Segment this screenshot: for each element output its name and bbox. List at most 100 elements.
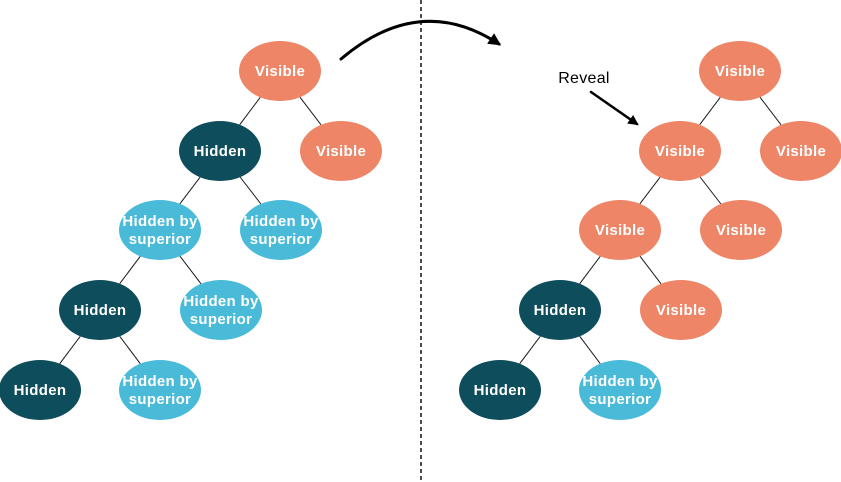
tree-edge xyxy=(579,336,601,364)
tree-node-hidden: Hidden xyxy=(459,360,541,420)
tree-edge xyxy=(119,256,141,284)
node-label-line: superior xyxy=(190,311,252,328)
node-label: Visible xyxy=(776,143,826,160)
tree-node-hidden: Hidden xyxy=(179,121,261,181)
tree-node-hidden: Hidden xyxy=(519,280,601,340)
transform-arrow xyxy=(339,19,502,61)
tree-edge xyxy=(59,336,81,364)
node-label-line: Hidden xyxy=(534,302,587,319)
node-ellipse xyxy=(459,360,541,420)
node-label-line: Visible xyxy=(595,222,645,239)
tree-node-visible: Visible xyxy=(699,41,781,101)
node-ellipse xyxy=(699,41,781,101)
node-label-line: Hidden xyxy=(194,143,247,160)
node-label-line: Hidden by xyxy=(122,373,198,390)
node-ellipse xyxy=(579,200,661,260)
node-ellipse xyxy=(519,280,601,340)
tree-edge xyxy=(239,176,262,205)
node-ellipse xyxy=(640,280,722,340)
node-label: Hidden xyxy=(74,302,127,319)
tree-edge xyxy=(299,96,322,126)
tree-edge xyxy=(119,336,141,364)
node-ellipse xyxy=(300,121,382,181)
node-label-line: Hidden xyxy=(14,382,67,399)
tree-node-visible: Visible xyxy=(760,121,841,181)
node-ellipse xyxy=(700,200,782,260)
tree-edge xyxy=(639,255,662,285)
node-label-line: Hidden by xyxy=(122,213,198,230)
node-ellipse xyxy=(119,360,201,420)
node-label-line: Hidden xyxy=(474,382,527,399)
reveal-arrow xyxy=(589,90,639,126)
node-ellipse xyxy=(240,200,322,260)
node-label-line: superior xyxy=(129,231,191,248)
tree-edge xyxy=(179,255,202,285)
node-label: Hidden xyxy=(14,382,67,399)
node-label: Visible xyxy=(656,302,706,319)
tree-node-hidden: Hidden xyxy=(59,280,141,340)
node-label-line: superior xyxy=(250,231,312,248)
node-ellipse xyxy=(179,121,261,181)
node-label-line: Visible xyxy=(656,302,706,319)
node-label-line: superior xyxy=(129,391,191,408)
tree-edge xyxy=(639,176,661,205)
node-label-line: Hidden by xyxy=(183,293,259,310)
node-label-line: Visible xyxy=(776,143,826,160)
node-label: Hidden xyxy=(194,143,247,160)
tree-edge xyxy=(759,96,782,126)
node-ellipse xyxy=(639,121,721,181)
node-label-line: Visible xyxy=(715,63,765,80)
node-label: Visible xyxy=(595,222,645,239)
tree-edge xyxy=(519,336,541,364)
tree-node-visible: Visible xyxy=(640,280,722,340)
tree-node-visible: Visible xyxy=(700,200,782,260)
node-label-line: Hidden by xyxy=(243,213,319,230)
tree-node-hidden: Hidden xyxy=(0,360,81,420)
node-label: Visible xyxy=(316,143,366,160)
tree-node-visible: Visible xyxy=(300,121,382,181)
node-label-line: Visible xyxy=(255,63,305,80)
node-label: Visible xyxy=(716,222,766,239)
tree-node-visible: Visible xyxy=(239,41,321,101)
node-label-line: Visible xyxy=(655,143,705,160)
node-ellipse xyxy=(180,280,262,340)
tree-edge xyxy=(699,176,722,205)
tree-edge xyxy=(179,176,201,205)
after-tree-edges xyxy=(519,96,782,364)
node-label-line: Hidden by xyxy=(582,373,658,390)
node-label-line: Visible xyxy=(716,222,766,239)
reveal-label: Reveal xyxy=(558,70,610,87)
node-label: Visible xyxy=(655,143,705,160)
node-ellipse xyxy=(579,360,661,420)
tree-edge xyxy=(699,97,721,125)
tree-node-visible: Visible xyxy=(579,200,661,260)
tree-node-visible: Visible xyxy=(639,121,721,181)
node-ellipse xyxy=(119,200,201,260)
before-tree-edges xyxy=(59,96,322,364)
tree-edge xyxy=(579,256,601,284)
node-label: Hidden xyxy=(474,382,527,399)
node-ellipse xyxy=(239,41,321,101)
node-ellipse xyxy=(760,121,841,181)
node-ellipse xyxy=(59,280,141,340)
node-ellipse xyxy=(0,360,81,420)
tree-edge xyxy=(239,97,261,125)
node-label-line: superior xyxy=(589,391,651,408)
node-label: Hidden xyxy=(534,302,587,319)
